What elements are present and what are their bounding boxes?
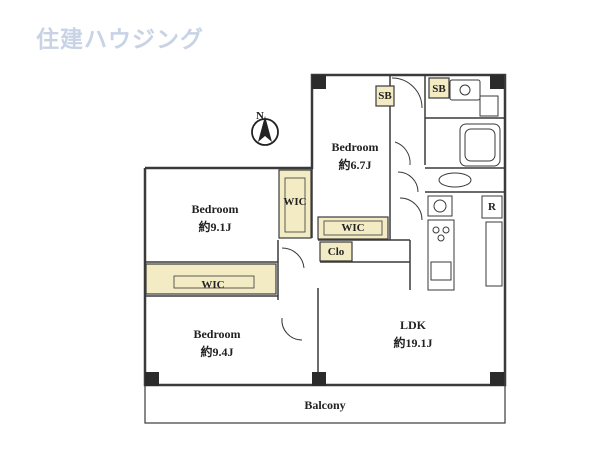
door-toilet (397, 171, 419, 193)
door-wet (399, 197, 423, 221)
door-bedroom3 (281, 317, 303, 341)
balcony-label: Balcony (304, 398, 346, 412)
bedroom-1-size: 約9.1J (198, 220, 232, 234)
north-arrow-icon (251, 116, 279, 146)
wic-bedroom2-shape (317, 216, 389, 240)
bedroom-2-size: 約6.7J (338, 158, 372, 172)
bathtub (459, 123, 501, 167)
sb-shape-1 (375, 85, 395, 107)
wash-basin (449, 79, 481, 101)
clo-label: Clo (327, 246, 345, 258)
toilet-shape (438, 172, 472, 188)
bedroom-2-name: Bedroom (331, 140, 379, 154)
cabinet (485, 221, 503, 287)
wic-bedroom3-shape (145, 263, 277, 295)
sb-shape-2 (428, 77, 450, 99)
ldk-size: 約19.1J (393, 336, 433, 350)
fridge-shape (481, 195, 503, 219)
washer (479, 95, 499, 117)
bedroom-3-size: 約9.4J (200, 345, 234, 359)
door-bedroom2 (394, 141, 411, 166)
wic-bedroom1: WIC (283, 196, 307, 208)
sb-label-1: SB (378, 90, 392, 102)
site-logo: 住建ハウジング (36, 27, 204, 53)
bedroom-1-name: Bedroom (191, 202, 239, 216)
door-hall (281, 247, 305, 269)
sb-label-2: SB (432, 83, 446, 95)
compass-label: N (256, 110, 264, 122)
kitchen-counter (427, 219, 455, 291)
door-entrance (391, 77, 423, 109)
clo-shape (319, 241, 353, 262)
fridge-label: R (488, 201, 496, 213)
ldk-name: LDK (399, 318, 426, 332)
wic-bedroom2: WIC (341, 222, 365, 234)
wic-bedroom3: WIC (201, 279, 225, 291)
laundry-pan (427, 195, 453, 217)
wic-bedroom1-shape (278, 169, 312, 239)
bedroom-3-name: Bedroom (193, 327, 241, 341)
